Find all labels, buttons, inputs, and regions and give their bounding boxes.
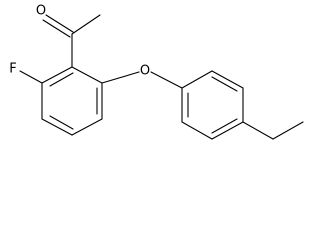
- fluorine-label: F: [9, 62, 16, 77]
- bond-ethyl-ch2-ch3: [272, 121, 304, 140]
- bond-carbonyl-c-o-2: [42, 19, 71, 38]
- bond-carbonyl-c-o-1: [45, 14, 74, 33]
- ring1-bond-c1-c2: [41, 66, 73, 84]
- ether-oxygen-label: O: [140, 64, 150, 79]
- ethyl-group: [242, 121, 304, 140]
- ring1-bond-c4-c5: [71, 118, 103, 136]
- carbonyl-oxygen-label: O: [36, 4, 46, 19]
- chemical-structure: O F O: [9, 4, 304, 140]
- bond-ring-fluorine: [19, 70, 43, 84]
- ring2-bond-c1-c2: [181, 70, 213, 89]
- ring2-inner-bond-b: [211, 118, 238, 134]
- ether-linkage: [101, 71, 183, 89]
- bond-ether-o-ring2: [150, 71, 183, 89]
- ring2-inner-bond-a: [211, 76, 238, 92]
- bond-ring2-ethyl-ch2: [242, 121, 274, 140]
- acetyl-group: [42, 14, 101, 68]
- bond-ring1-ether-o: [101, 71, 140, 84]
- ring2-bond-c4-c5: [211, 121, 244, 140]
- ring1-bond-c6-c1: [71, 66, 103, 84]
- ring2-bond-c2-c3: [211, 70, 244, 89]
- ring2-bond-c5-c6: [181, 121, 213, 140]
- ring1-inner-bond-b: [49, 115, 74, 130]
- ring1-inner-bond-a: [49, 72, 74, 87]
- atom-labels: O F O: [9, 4, 150, 79]
- fluorophenyl-ring: [19, 66, 103, 136]
- ring1-bond-c3-c4: [41, 118, 73, 136]
- ethylphenyl-ring: [181, 70, 244, 140]
- bond-carbonyl-c-methyl: [71, 14, 101, 35]
